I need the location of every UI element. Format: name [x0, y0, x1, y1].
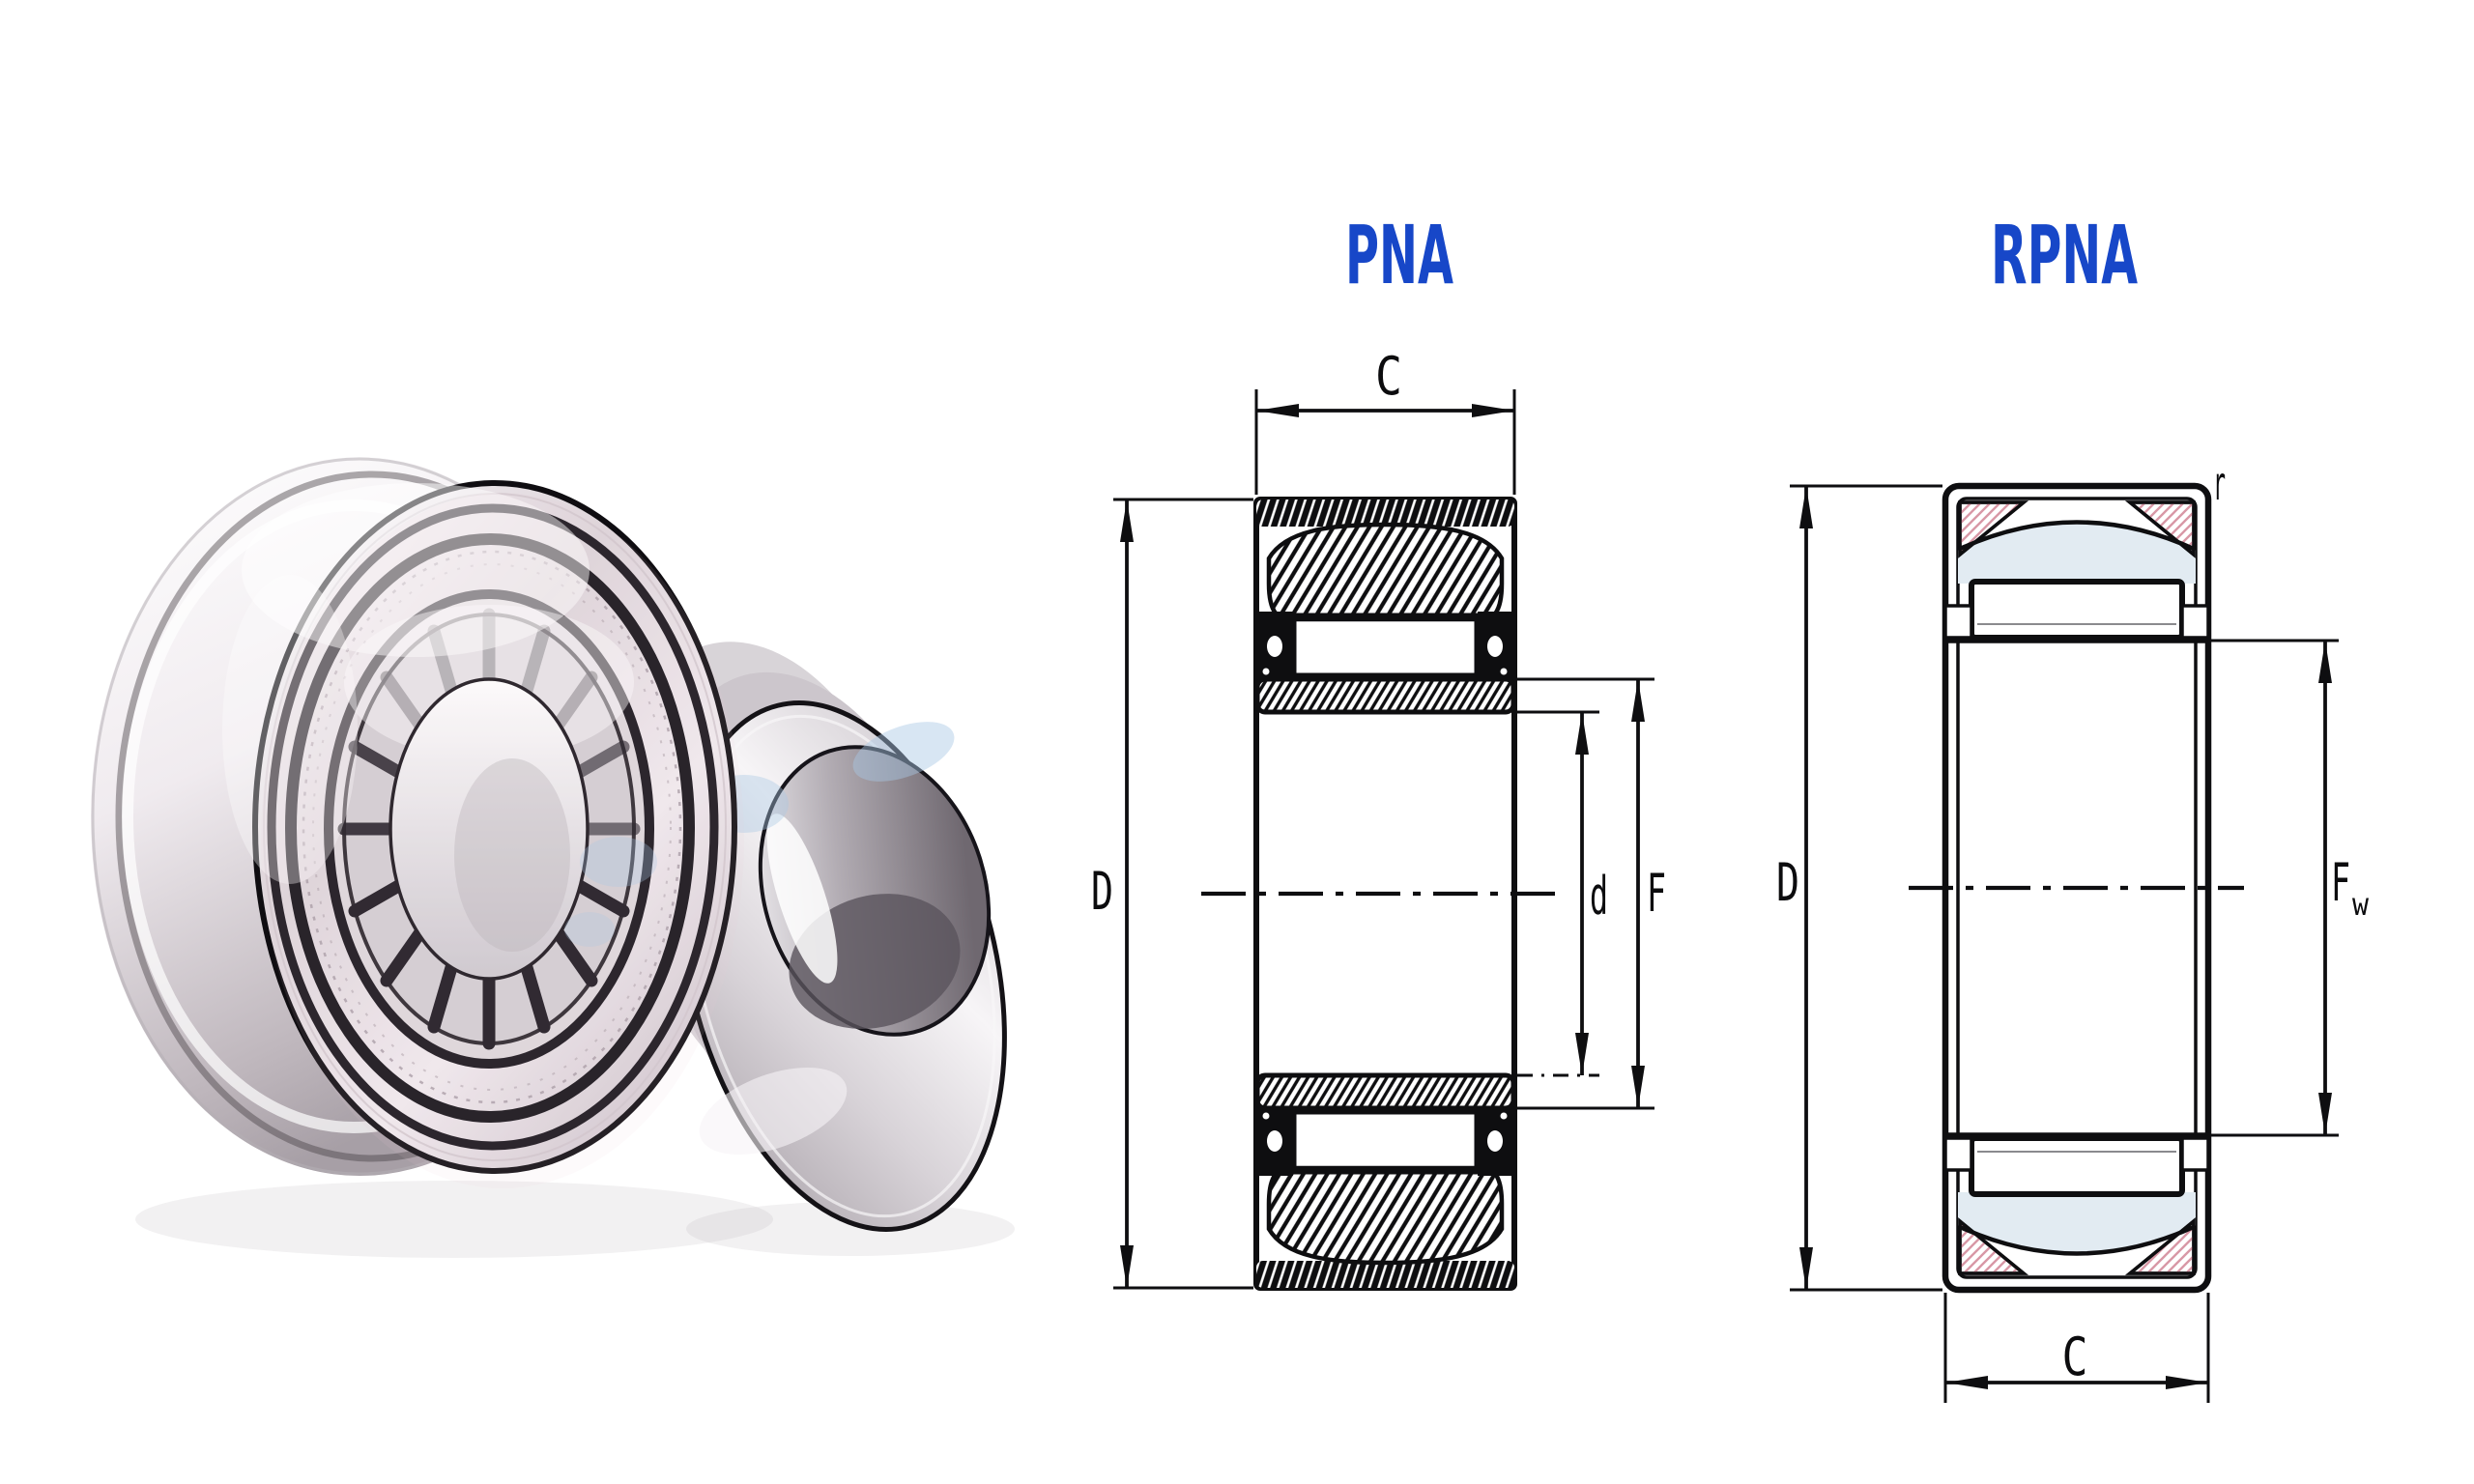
rpna-diagram: RPNA — [1776, 208, 2370, 1403]
rpna-inner-outline — [1956, 497, 2198, 1279]
pna-dim-outer-diameter-label: D — [1091, 861, 1113, 922]
watermark-smudge — [580, 837, 657, 887]
pna-inner-ring-section-bottom — [1254, 1072, 1516, 1111]
rpna-needle-roller-top — [1969, 579, 2185, 641]
pna-dim-outer-diameter: D — [1091, 498, 1253, 1290]
rpna-cross-section — [1909, 482, 2244, 1294]
bore-opening — [388, 677, 590, 981]
pna-outer-ring-section-top — [1266, 522, 1505, 622]
pna-cage-pockets — [1262, 636, 1508, 1152]
rpna-dim-outer-diameter: D — [1776, 484, 1942, 1292]
pna-outer-surface-band — [1256, 499, 1514, 1288]
pna-needle-roller-bottom — [1289, 1107, 1482, 1175]
pna-dim-bore-label: d — [1590, 866, 1608, 927]
rpna-needle-roller-bottom — [1969, 1135, 2185, 1197]
rpna-title: RPNA — [1991, 208, 2138, 302]
rpna-dim-roller-inscribed: F w — [2211, 639, 2370, 1137]
photo-shadow — [135, 1181, 773, 1258]
pna-cross-section — [1201, 497, 1568, 1291]
pna-dim-raceway-label: F — [1647, 863, 1666, 924]
pna-inner-ring-section-top — [1254, 676, 1516, 715]
rpna-side-lips — [1943, 604, 2210, 1172]
rpna-roller-zone-top — [1958, 522, 2196, 584]
pna-title: PNA — [1345, 208, 1453, 302]
needle-rollers-photo — [337, 608, 641, 1050]
pna-outer-ring-section-bottom — [1266, 1165, 1505, 1266]
pna-dim-bore: d — [1517, 710, 1608, 1077]
bearing-photo — [91, 457, 1015, 1258]
rpna-dim-width: C — [1943, 1293, 2210, 1403]
watermark-smudge — [852, 722, 955, 782]
outer-bearing-photo — [91, 457, 744, 1188]
pna-diagram: PNA — [1091, 208, 1666, 1291]
rpna-dim-roller-inscribed-subscript: w — [2352, 886, 2370, 923]
rpna-dim-outer-diameter-label: D — [1776, 852, 1799, 913]
pna-dim-width: C — [1254, 346, 1516, 495]
rpna-raceway-arc-bottom — [1957, 1223, 2197, 1256]
rpna-dim-width-label: C — [2062, 1327, 2088, 1387]
rpna-roller-zone-bottom — [1958, 1192, 2196, 1254]
watermark-smudge — [564, 912, 615, 947]
rpna-corner-radius-label: r — [2213, 457, 2226, 511]
rpna-raceway-arc-top — [1957, 520, 2197, 553]
pna-needle-roller-top — [1289, 613, 1482, 680]
rpna-dim-roller-inscribed-label: F — [2331, 852, 2350, 913]
pna-dim-raceway: F — [1517, 677, 1666, 1110]
pna-dim-width-label: C — [1375, 346, 1402, 407]
